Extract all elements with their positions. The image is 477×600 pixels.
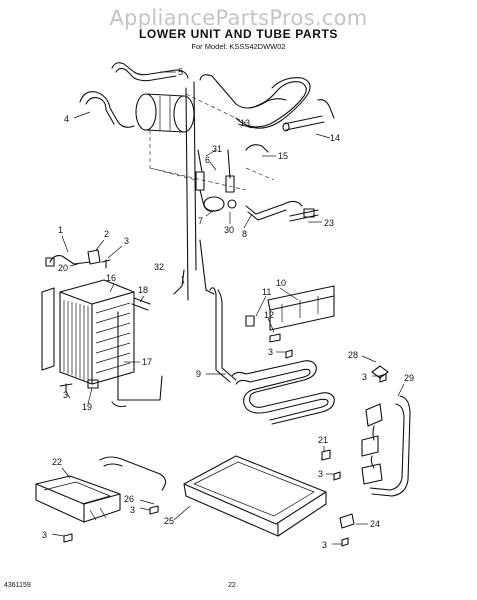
callout-5: 5 (178, 67, 183, 77)
callout-24: 24 (370, 519, 380, 529)
callout-6: 6 (205, 155, 210, 165)
wire-harness-right (321, 365, 411, 529)
callout-3: 3 (130, 505, 135, 515)
callout-3: 3 (124, 236, 129, 246)
callout-1: 1 (58, 225, 63, 235)
callout-2: 2 (104, 229, 109, 239)
screw-fasteners (59, 259, 387, 547)
diagram-title: LOWER UNIT AND TUBE PARTS (139, 27, 338, 41)
callout-7: 7 (198, 216, 203, 226)
document-number: 4361159 (4, 582, 31, 589)
callout-13: 13 (240, 118, 250, 128)
callout-3: 3 (318, 469, 323, 479)
callout-4: 4 (64, 114, 69, 124)
callout-25: 25 (164, 516, 174, 526)
callout-17: 17 (142, 357, 152, 367)
callout-14: 14 (330, 133, 340, 143)
condenser-assembly (41, 239, 215, 408)
callout-21: 21 (318, 435, 328, 445)
leader-lines (51, 71, 405, 545)
callout-23: 23 (324, 218, 334, 228)
page-number: 22 (228, 582, 236, 589)
callout-10: 10 (276, 278, 286, 288)
model-subtitle: For Model: KSSS42DWW02 (191, 42, 286, 51)
callout-19: 19 (82, 402, 92, 412)
callout-30: 30 (224, 225, 234, 235)
callout-28: 28 (348, 350, 358, 360)
callout-31: 31 (212, 144, 222, 154)
callout-26: 26 (124, 494, 134, 504)
callout-3: 3 (322, 540, 327, 550)
callout-29: 29 (404, 373, 414, 383)
callout-3: 3 (362, 372, 367, 382)
drain-pans (35, 455, 327, 537)
callout-20: 20 (58, 263, 68, 273)
callout-15: 15 (278, 151, 288, 161)
callout-labels: 1 2 3 3 3 3 3 3 3 3 4 5 6 7 8 9 10 11 12… (42, 67, 414, 550)
callout-3: 3 (63, 390, 68, 400)
defrost-heater (209, 285, 335, 425)
callout-32: 32 (154, 262, 164, 272)
callout-18: 18 (138, 285, 148, 295)
callout-3: 3 (268, 347, 273, 357)
callout-8: 8 (242, 229, 247, 239)
callout-12: 12 (264, 310, 274, 320)
upper-tube-assembly (79, 62, 335, 301)
callout-3: 3 (42, 530, 47, 540)
callout-16: 16 (106, 273, 116, 283)
callout-22: 22 (52, 457, 62, 467)
callout-11: 11 (262, 287, 271, 297)
callout-9: 9 (196, 369, 201, 379)
watermark: AppliancePartsPros.com (109, 6, 368, 30)
